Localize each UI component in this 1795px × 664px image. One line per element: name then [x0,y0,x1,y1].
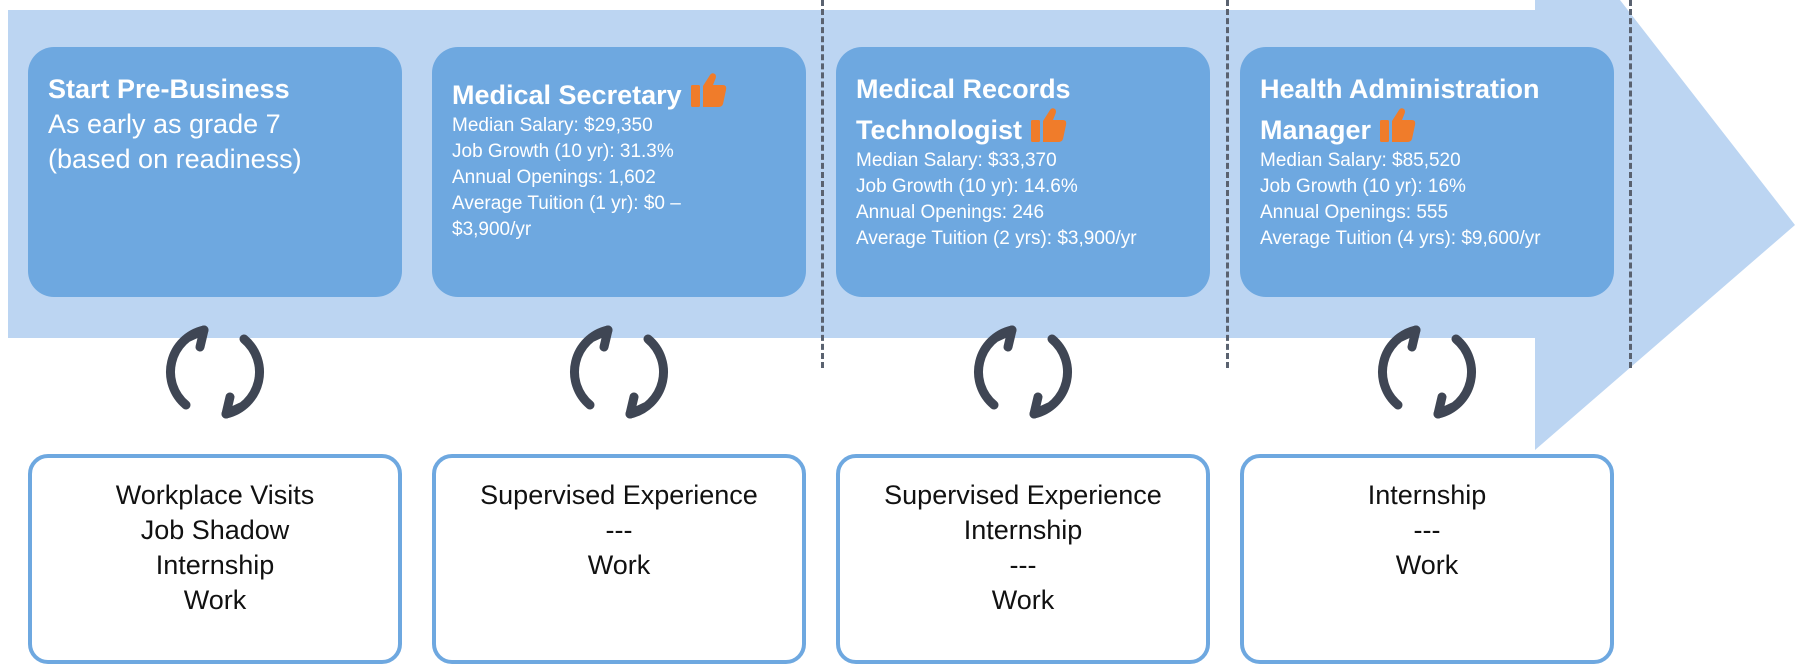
stat-line: $3,900/yr [452,219,532,240]
cycle-arrows-icon [1378,325,1476,419]
stage-divider [821,0,824,368]
experience-line: Supervised Experience [480,480,758,510]
experience-line: --- [1413,515,1441,545]
stat-line: Average Tuition (4 yrs): $9,600/yr [1260,228,1541,249]
stat-line: Job Growth (10 yr): 14.6% [856,176,1078,197]
experience-box: Workplace Visits Job Shadow Internship W… [28,454,402,664]
experience-line: Work [1395,550,1459,580]
stat-line: Median Salary: $33,370 [856,150,1057,171]
step-title: Medical Secretary [452,72,786,113]
step-card-medical-records-technologist: Medical Records Technologist Median Sala… [836,47,1210,297]
experience-line: Work [183,585,247,615]
experience-line: Work [587,550,651,580]
stage-divider [1629,0,1632,368]
experience-line: Internship [155,550,275,580]
step-title: Medical Records [856,74,1071,104]
cycle-arrows-icon [166,325,264,419]
stat-line: Annual Openings: 555 [1260,202,1449,223]
step-title: Health Administration [1260,74,1540,104]
experience-line: Internship [1367,480,1487,510]
step-card-medical-secretary: Medical Secretary Median Salary: $29,350… [432,47,806,297]
stage-divider [1226,0,1229,368]
step-title: Start Pre-Business [48,74,290,104]
stat-line: Median Salary: $29,350 [452,115,653,136]
experience-line: --- [1009,550,1037,580]
experience-box: Supervised Experience Internship --- Wor… [836,454,1210,664]
cycle-arrows-icon [570,325,668,419]
stat-line: Job Growth (10 yr): 31.3% [452,141,674,162]
step-title: Technologist [856,107,1190,148]
stat-line: Average Tuition (1 yr): $0 – [452,193,681,214]
experience-box: Internship --- Work [1240,454,1614,664]
experience-line: Internship [963,515,1083,545]
stat-line: Job Growth (10 yr): 16% [1260,176,1466,197]
thumbs-up-icon [690,73,726,107]
stat-line: Average Tuition (2 yrs): $3,900/yr [856,228,1137,249]
step-card-health-administration-manager: Health Administration Manager Median Sal… [1240,47,1614,297]
experience-box: Supervised Experience --- Work [432,454,806,664]
step-title: Manager [1260,107,1594,148]
cycle-arrows-icon [974,325,1072,419]
experience-line: Job Shadow [140,515,290,545]
step-card-start: Start Pre-Business As early as grade 7 (… [28,47,402,297]
stat-line: Annual Openings: 1,602 [452,167,656,188]
experience-line: --- [605,515,633,545]
stat-line: Annual Openings: 246 [856,202,1045,223]
experience-line: Work [991,585,1055,615]
thumbs-up-icon [1031,108,1067,142]
experience-line: Supervised Experience [884,480,1162,510]
step-subtitle: As early as grade 7 [48,109,281,139]
thumbs-up-icon [1380,108,1416,142]
stat-line: Median Salary: $85,520 [1260,150,1461,171]
experience-line: Workplace Visits [115,480,315,510]
step-subtitle: (based on readiness) [48,144,302,174]
